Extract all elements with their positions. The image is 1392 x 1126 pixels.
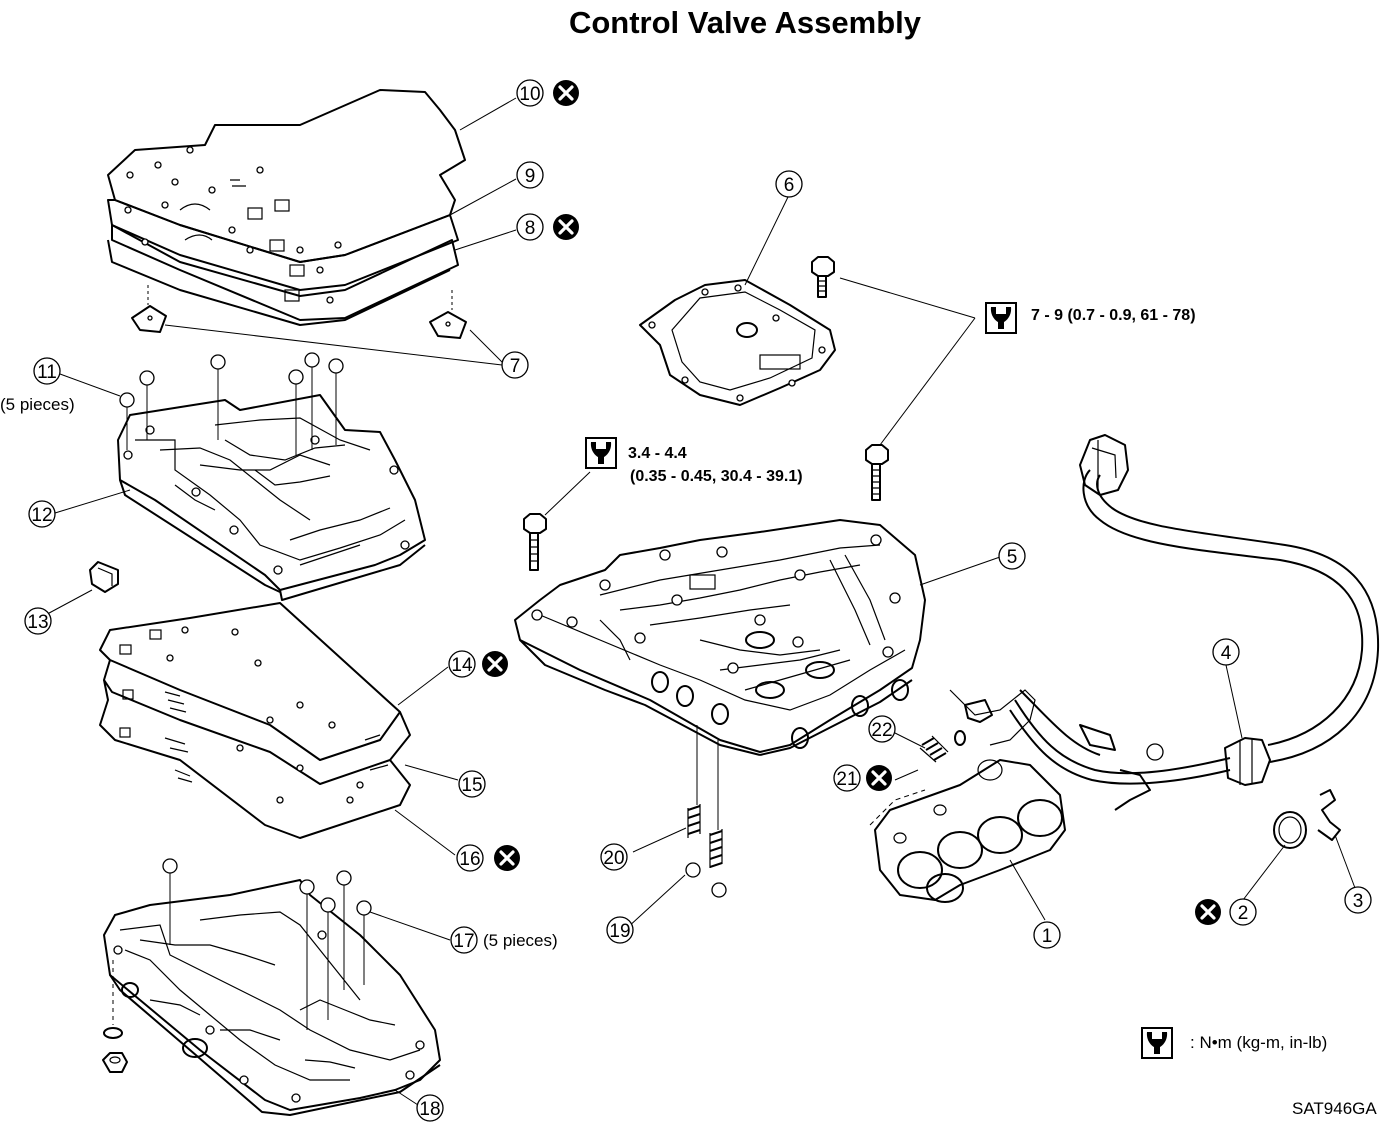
replace-part-x-icon <box>1193 897 1223 927</box>
callout-8-label: 8 <box>525 218 536 239</box>
cover-6 <box>639 279 836 406</box>
callout-7-label: 7 <box>510 356 521 377</box>
bolt-lower <box>523 513 547 571</box>
replace-part-x-icon <box>551 212 581 242</box>
callout-14-label: 14 <box>451 655 473 676</box>
callout-1: 1 <box>1033 921 1061 949</box>
torque-spec-lower-line2: (0.35 - 0.45, 30.4 - 39.1) <box>630 468 803 485</box>
spring-20 <box>687 725 723 868</box>
callout-18-label: 18 <box>419 1099 440 1120</box>
callout-2-label: 2 <box>1238 903 1249 924</box>
callout-13-label: 13 <box>27 612 48 633</box>
callout-4-label: 4 <box>1221 643 1232 664</box>
callout-21: 21 <box>833 764 861 792</box>
separator-plate-stack-top <box>107 89 466 326</box>
torque-wrench-icon <box>985 302 1017 334</box>
upper-valve-body <box>117 394 426 601</box>
diagram-title: Control Valve Assembly <box>569 5 922 40</box>
solenoid-valve-assembly <box>869 689 1066 903</box>
steel-balls-11 <box>119 352 344 455</box>
callout-7: 7 <box>501 351 529 379</box>
callout-13: 13 <box>24 607 52 635</box>
callout-16-label: 16 <box>459 849 480 870</box>
bolt-middle <box>865 444 889 501</box>
pieces-note-11: (5 pieces) <box>0 395 75 414</box>
callout-6: 6 <box>775 170 803 198</box>
torque-spec-lower-line1: 3.4 - 4.4 <box>628 445 687 462</box>
callout-20: 20 <box>600 843 628 871</box>
o-ring-2 <box>1273 811 1307 849</box>
wire-harness <box>1009 434 1380 811</box>
callout-18: 18 <box>416 1094 444 1122</box>
control-valve-body <box>514 519 926 756</box>
torque-wrench-icon <box>1141 1027 1173 1059</box>
callout-15-label: 15 <box>461 775 482 796</box>
callout-12-label: 12 <box>31 505 52 526</box>
torque-units-legend: : N•m (kg-m, in-lb) <box>1190 1033 1327 1052</box>
callout-20-label: 20 <box>603 848 624 869</box>
replace-part-x-icon <box>551 78 581 108</box>
filter-7-right <box>429 290 467 339</box>
callout-22: 22 <box>868 715 896 743</box>
callout-8: 8 <box>516 213 544 241</box>
callout-9: 9 <box>516 161 544 189</box>
callout-6-label: 6 <box>784 175 795 196</box>
callout-10: 10 <box>516 79 544 107</box>
torque-wrench-icon <box>585 437 617 469</box>
spring-22 <box>919 730 966 763</box>
callout-17: 17 <box>450 926 478 954</box>
replace-part-x-icon <box>864 763 894 793</box>
callout-22-label: 22 <box>871 720 892 741</box>
leader-lines <box>37 97 1356 1106</box>
callout-14: 14 <box>448 650 476 678</box>
pieces-note-17: (5 pieces) <box>483 931 558 950</box>
callout-15: 15 <box>458 770 486 798</box>
callout-19-label: 19 <box>609 921 630 942</box>
washer-and-nut <box>102 960 128 1073</box>
callout-5-label: 5 <box>1007 547 1018 568</box>
torque-spec-upper: 7 - 9 (0.7 - 0.9, 61 - 78) <box>1031 307 1196 324</box>
callout-11-label: 11 <box>37 362 57 383</box>
callout-1-label: 1 <box>1042 926 1053 947</box>
clip-3 <box>1317 789 1341 841</box>
callout-19: 19 <box>606 916 634 944</box>
clip-13 <box>89 561 119 593</box>
replace-part-x-icon <box>492 843 522 873</box>
lower-valve-body <box>103 879 441 1116</box>
callout-3: 3 <box>1344 886 1372 914</box>
callout-5: 5 <box>998 542 1026 570</box>
callout-12: 12 <box>28 500 56 528</box>
separator-plate-stack-bottom <box>99 602 411 839</box>
figure-code: SAT946GA <box>1292 1099 1377 1118</box>
replace-part-x-icon <box>480 649 510 679</box>
callout-16: 16 <box>456 844 484 872</box>
filter-7-left <box>131 285 167 333</box>
callout-9-label: 9 <box>525 166 536 187</box>
steel-ball-19 <box>685 862 727 898</box>
callout-2: 2 <box>1229 898 1257 926</box>
steel-balls-17 <box>162 858 372 1030</box>
callout-21-label: 21 <box>836 769 857 790</box>
callout-17-label: 17 <box>453 931 474 952</box>
bolt-upper <box>811 256 835 298</box>
callout-10-label: 10 <box>519 84 540 105</box>
callout-3-label: 3 <box>1353 891 1364 912</box>
callout-11: 11 <box>33 357 61 385</box>
callout-4: 4 <box>1212 638 1240 666</box>
